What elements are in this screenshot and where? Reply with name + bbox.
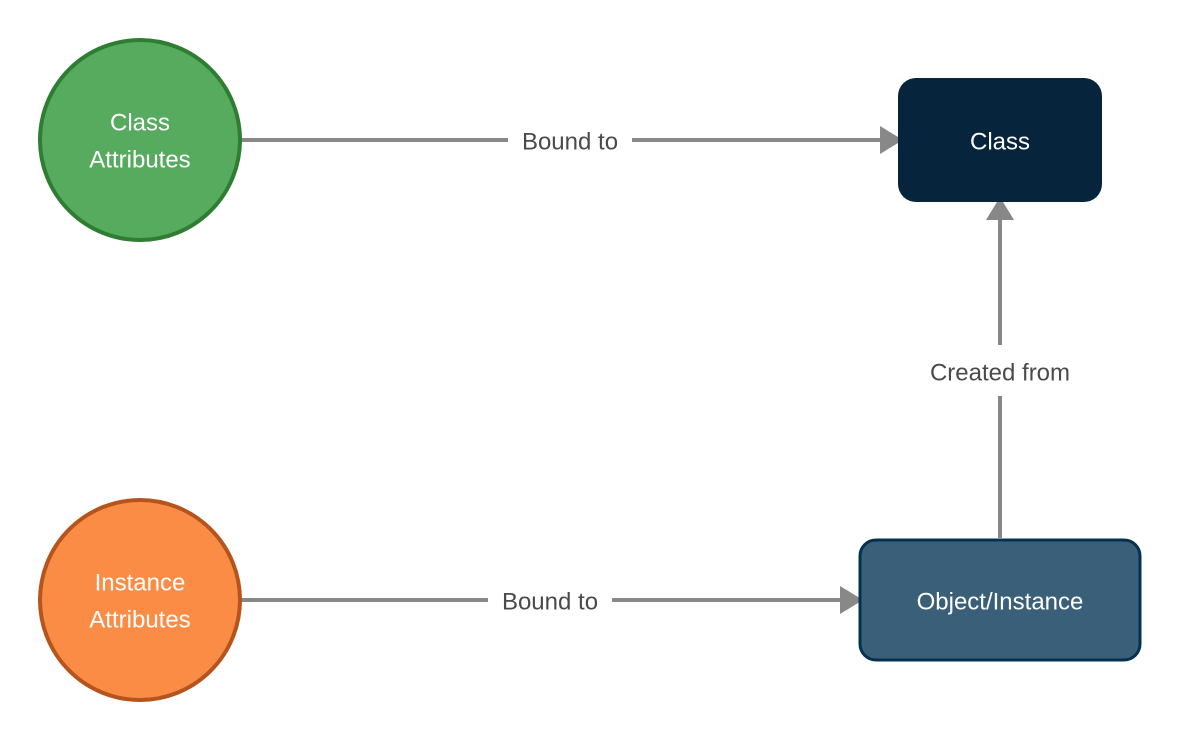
node-label-line: Class — [110, 109, 170, 136]
node-label-line: Instance — [95, 569, 186, 596]
node-circle — [38, 498, 242, 702]
edge-object-to-class: Created from — [930, 197, 1070, 538]
node-label: Object/Instance — [917, 588, 1084, 615]
node-class-attributes[interactable]: Class Attributes — [38, 38, 242, 242]
node-label: Class — [970, 128, 1030, 155]
node-object-instance[interactable]: Object/Instance — [858, 538, 1142, 662]
node-box — [898, 78, 1102, 202]
arrow-head-icon — [840, 586, 863, 614]
node-label-line: Attributes — [89, 146, 190, 173]
arrow-head-icon — [880, 126, 903, 154]
node-circle — [38, 38, 242, 242]
arrow-head-icon — [986, 197, 1014, 220]
edge-instance-attributes-to-object: Bound to — [241, 586, 863, 615]
edge-label: Bound to — [522, 128, 618, 155]
edge-label: Bound to — [502, 588, 598, 615]
node-instance-attributes[interactable]: Instance Attributes — [38, 498, 242, 702]
node-box — [858, 538, 1142, 662]
edge-class-attributes-to-class: Bound to — [241, 126, 903, 155]
edge-label: Created from — [930, 359, 1070, 386]
node-label-line: Attributes — [89, 606, 190, 633]
node-class[interactable]: Class — [898, 78, 1102, 202]
